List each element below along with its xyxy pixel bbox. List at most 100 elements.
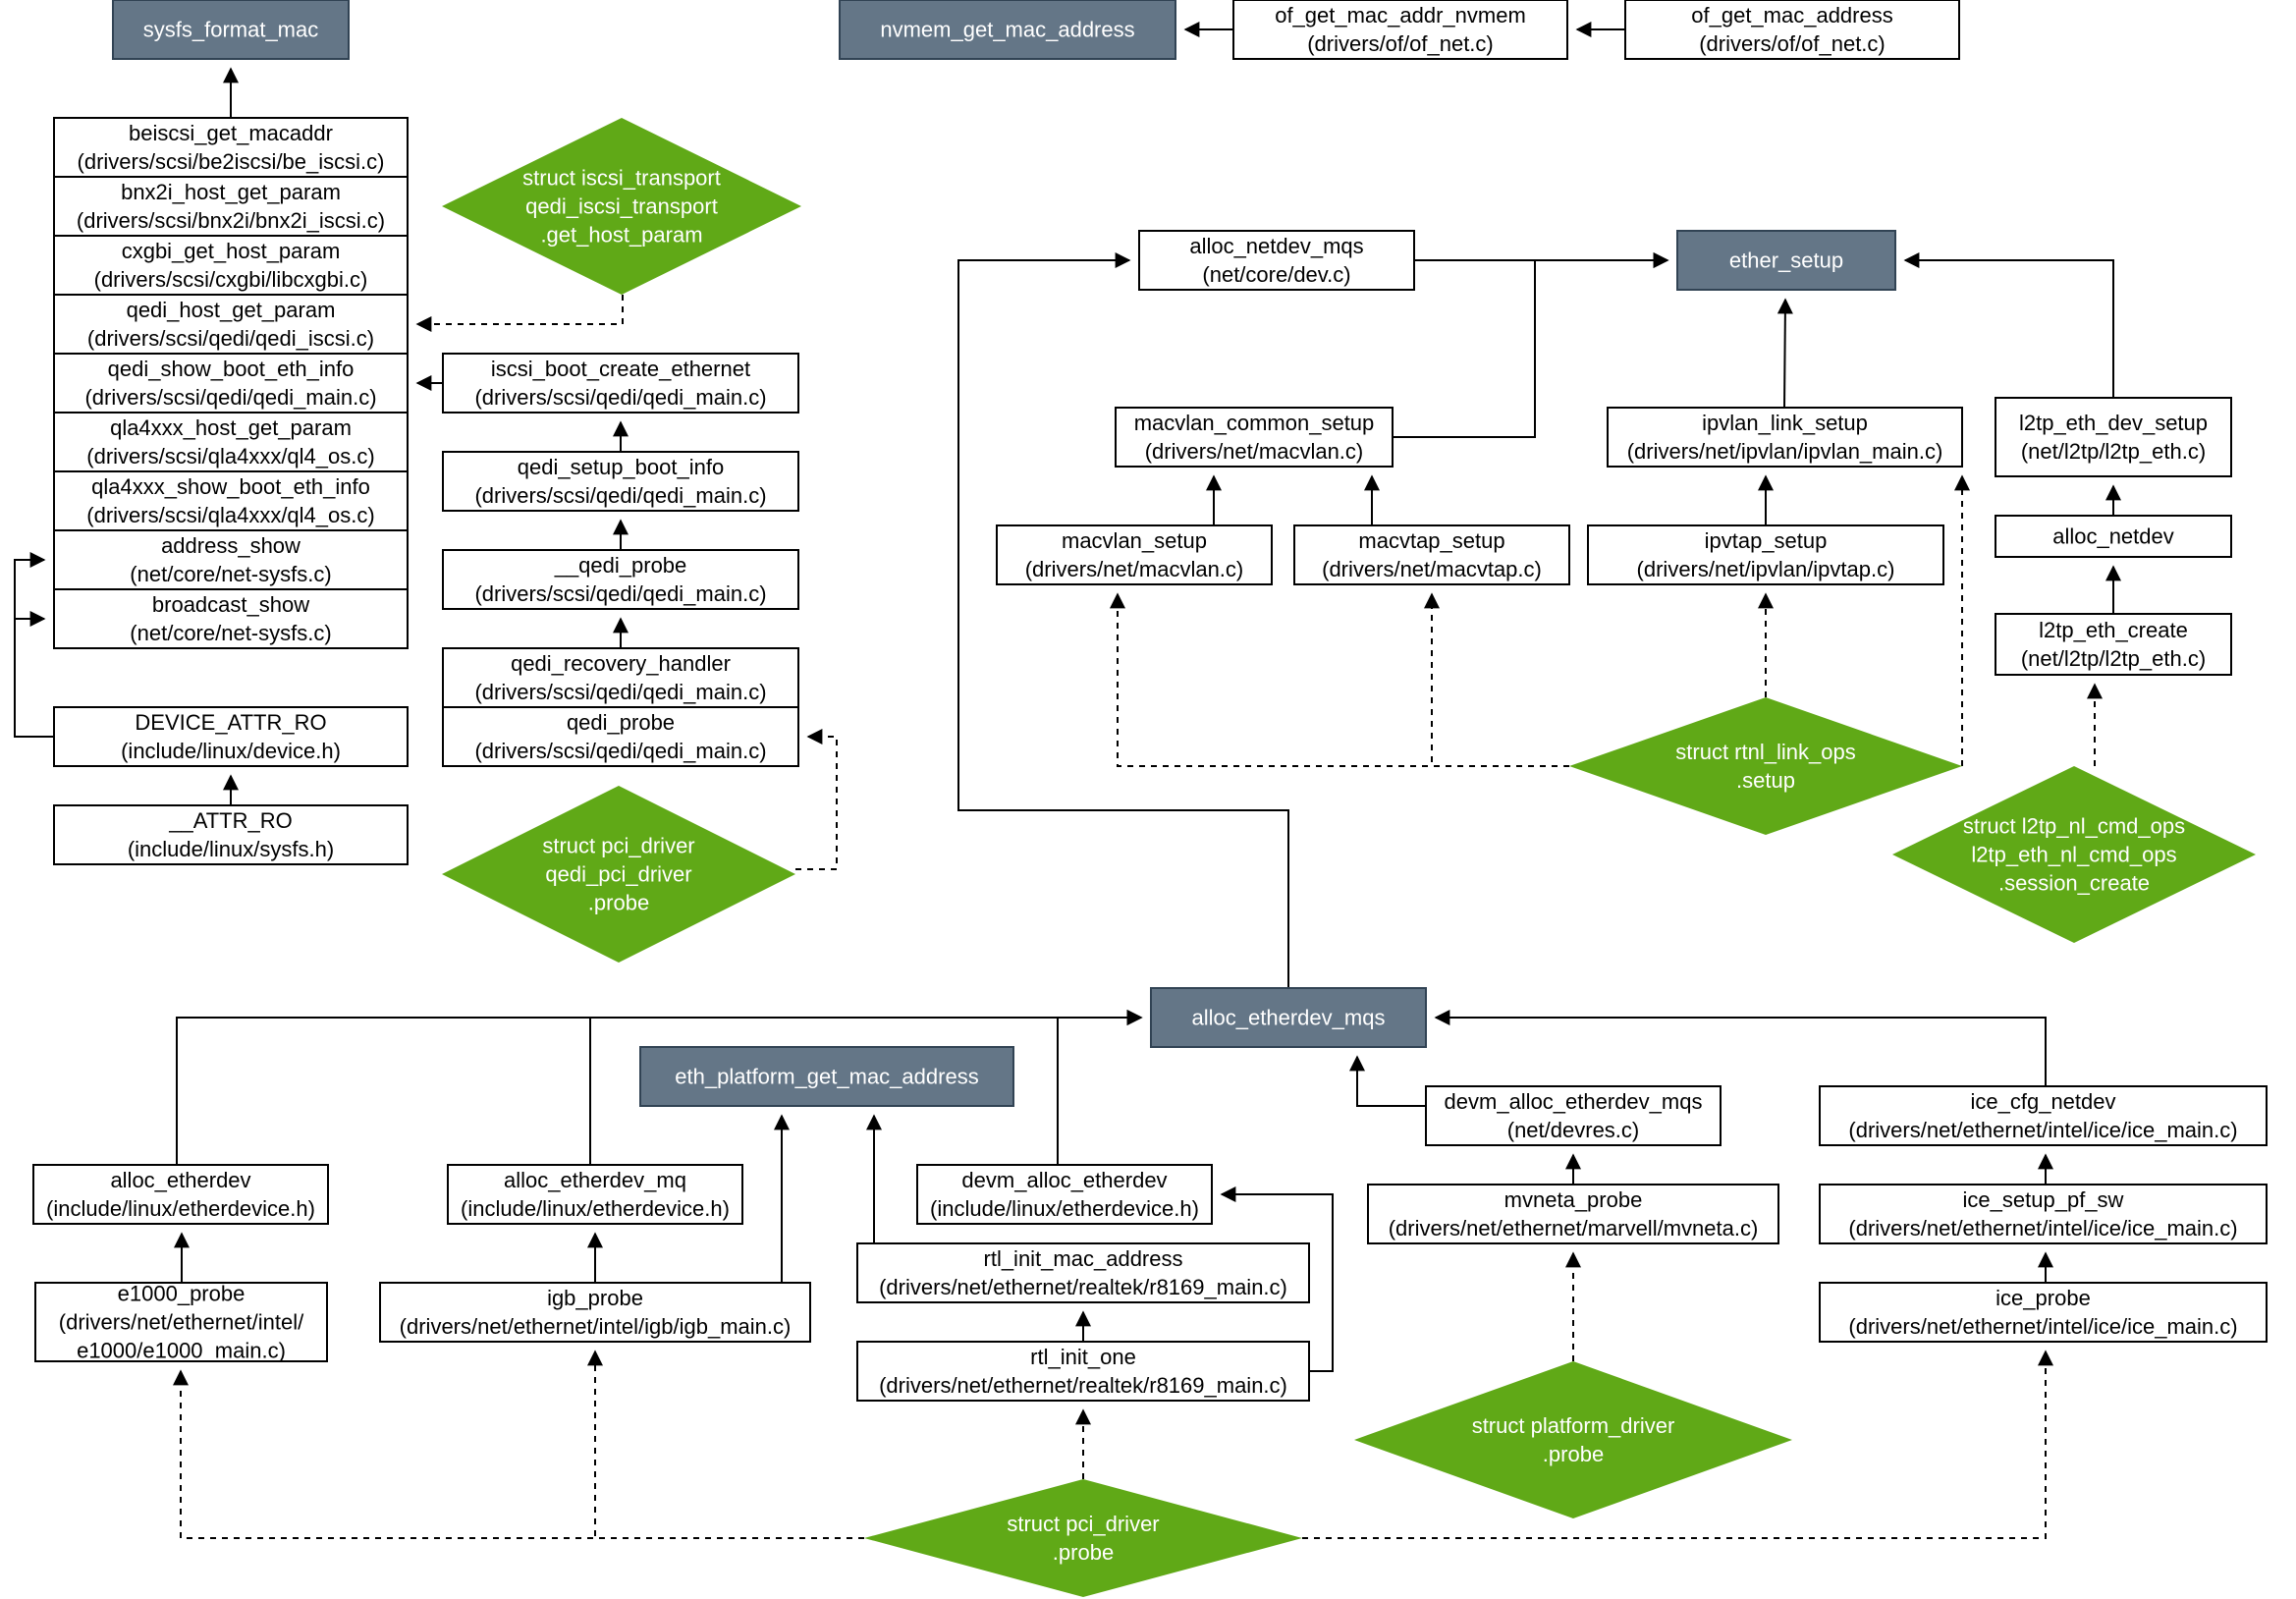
function-box (916, 1164, 1213, 1225)
function-box (53, 529, 409, 590)
function-box (34, 1282, 328, 1362)
node-alloc-etherdev-mq: alloc_etherdev_mq(include/linux/etherdev… (447, 1164, 743, 1225)
edge-devm_alloc_etherdev_mqs-to-alloc_etherdev_mqs (1349, 1055, 1426, 1107)
function-box (53, 176, 409, 237)
node-label-line: alloc_netdev (2052, 524, 2174, 549)
function-box (1115, 407, 1394, 468)
node-beiscsi-get-macaddr: beiscsi_get_macaddr (drivers/scsi/be2iscs… (53, 117, 409, 178)
node-nvmem-get-mac-address: nvmem_get_mac_address (839, 0, 1176, 60)
function-box (53, 804, 409, 865)
node-label-line: (include/linux/etherdevice.h) (46, 1196, 315, 1221)
node-dia-iscsi-transport: struct iscsi_transportqedi_iscsi_transpo… (442, 118, 801, 295)
node-label-line: broadcast_show (152, 592, 309, 617)
function-box (1367, 1184, 1779, 1244)
function-box (53, 588, 409, 649)
node-label-line: macvtap_setup (1358, 528, 1504, 553)
edge-device_attr_ro-to-address_show (14, 552, 54, 738)
node-qla4xxx-show-boot-eth-info: qla4xxx_show_boot_eth_info(drivers/scsi/… (53, 470, 409, 531)
decision-diamond (864, 1479, 1302, 1597)
edges-layer (14, 22, 2121, 1539)
function-box (32, 1164, 329, 1225)
node-address-show: address_show(net/core/net-sysfs.c) (53, 529, 409, 590)
node-qedi-probe: qedi_probe(drivers/scsi/qedi/qedi_main.c… (442, 706, 799, 767)
node-devm-alloc-etherdev-mqs: devm_alloc_etherdev_mqs(net/devres.c) (1425, 1085, 1722, 1146)
node-label-line: (drivers/net/ethernet/marvell/mvneta.c) (1389, 1216, 1759, 1241)
node-attr-ro: __ATTR_RO(include/linux/sysfs.h) (53, 804, 409, 865)
node-label-line: (drivers/scsi/qedi/qedi_main.c) (474, 483, 766, 508)
node-label-line: qedi_show_boot_eth_info (108, 357, 355, 381)
node-label-line: alloc_etherdev (110, 1168, 250, 1192)
node-label-line: (drivers/net/ethernet/realtek/r8169_main… (879, 1373, 1287, 1398)
node-label-line: (net/core/net-sysfs.c) (130, 621, 331, 645)
function-box (53, 117, 409, 178)
node-ice-setup-pf-sw: ice_setup_pf_sw(drivers/net/ethernet/int… (1819, 1184, 2268, 1244)
node-label-line: (drivers/scsi/qedi/qedi_main.c) (84, 385, 376, 410)
edge-dia_pci_driver-to-e1000_probe (173, 1369, 864, 1539)
edge-macvlan_common_setup-to-ether_setup (1393, 252, 1669, 438)
function-box (1819, 1085, 2268, 1146)
edge-dia_rtnl_link_ops-to-macvtap_setup (1424, 592, 1569, 767)
node-label-line: (drivers/scsi/bnx2i/bnx2i_iscsi.c) (77, 208, 385, 233)
node-qedi-show-boot-eth-info: qedi_show_boot_eth_info (drivers/scsi/qed… (53, 353, 409, 414)
node-label-line: iscsi_boot_create_ethernet (491, 357, 750, 381)
node-label-line: ipvtap_setup (1705, 528, 1828, 553)
node-label-line: (net/l2tp/l2tp_eth.c) (2021, 439, 2206, 464)
function-header-box (1676, 230, 1896, 291)
node-macvlan-setup: macvlan_setup(drivers/net/macvlan.c) (996, 524, 1273, 585)
node-label-line: (drivers/scsi/cxgbi/libcxgbi.c) (94, 267, 368, 292)
function-box (53, 706, 409, 767)
node-qedi-setup-boot-info: qedi_setup_boot_info(drivers/scsi/qedi/q… (442, 451, 799, 512)
node-label-line: __ATTR_RO (168, 808, 293, 833)
function-box (1819, 1184, 2268, 1244)
edge-alloc_etherdev_mq-to-alloc_etherdev_mqs (589, 1010, 1143, 1165)
node-label-line: qedi_pci_driver (545, 862, 691, 887)
node-label-line: (drivers/scsi/be2iscsi/be_iscsi.c) (78, 149, 385, 174)
edge-device_attr_ro-to-broadcast_show (14, 611, 54, 738)
node-label-line: (drivers/scsi/qla4xxx/ql4_os.c) (86, 444, 374, 469)
function-box (1138, 230, 1415, 291)
node-label-line: mvneta_probe (1504, 1187, 1643, 1212)
node-ice-cfg-netdev: ice_cfg_netdev(drivers/net/ethernet/inte… (1819, 1085, 2268, 1146)
node-label-line: beiscsi_get_macaddr (129, 121, 333, 145)
node-label-line: .session_create (1998, 871, 2150, 896)
function-box (1293, 524, 1570, 585)
node-alloc-etherdev: alloc_etherdev (include/linux/etherdevice… (32, 1164, 329, 1225)
function-box (442, 353, 799, 414)
node-label-line: qedi_recovery_handler (511, 651, 731, 676)
node-label-line: e1000_probe (118, 1282, 246, 1306)
node-igb-probe: igb_probe(drivers/net/ethernet/intel/igb… (379, 1282, 811, 1343)
function-box (1232, 0, 1568, 60)
node-label-line: (drivers/net/macvlan.c) (1145, 439, 1364, 464)
function-box (379, 1282, 811, 1343)
node-label-line: rtl_init_one (1030, 1345, 1136, 1369)
node-ipvtap-setup: ipvtap_setup(drivers/net/ipvlan/ipvtap.c… (1587, 524, 1944, 585)
node-label-line: ether_setup (1729, 248, 1843, 273)
node-qedi-probe-inner: __qedi_probe(drivers/scsi/qedi/qedi_main… (442, 549, 799, 610)
edge-dia_pci_driver-to-igb_probe (587, 1350, 864, 1539)
node-l2tp-eth-dev-setup: l2tp_eth_dev_setup(net/l2tp/l2tp_eth.c) (1995, 397, 2232, 477)
node-label-line: qla4xxx_show_boot_eth_info (91, 474, 370, 499)
function-header-box (1150, 987, 1427, 1048)
node-label-line: alloc_etherdev_mqs (1192, 1006, 1386, 1030)
node-ether-setup: ether_setup (1676, 230, 1896, 291)
node-label-line: cxgbi_get_host_param (122, 239, 341, 263)
edge-dia_rtnl_link_ops-to-macvlan_setup (1110, 592, 1569, 767)
node-label-line: (net/core/net-sysfs.c) (130, 562, 331, 586)
node-of-get-mac-address: of_get_mac_address(drivers/of/of_net.c) (1624, 0, 1960, 60)
node-label-line: l2tp_eth_create (2039, 618, 2188, 642)
node-label-line: struct platform_driver (1472, 1413, 1675, 1438)
node-label-line: (drivers/scsi/qedi/qedi_main.c) (474, 739, 766, 763)
node-cxgbi-get-host-param: cxgbi_get_host_param (drivers/scsi/cxgbi/… (53, 235, 409, 296)
node-dia-platform-driver: struct platform_driver.probe (1354, 1361, 1792, 1518)
node-label-line: struct iscsi_transport (522, 166, 721, 191)
node-macvlan-common-setup: macvlan_common_setup(drivers/net/macvlan… (1115, 407, 1394, 468)
node-label-line: (include/linux/device.h) (121, 739, 341, 763)
node-eth-platform-get-mac-address: eth_platform_get_mac_address (639, 1046, 1014, 1107)
function-box (1607, 407, 1963, 468)
node-dia-l2tp-nl-cmd-ops: struct l2tp_nl_cmd_opsl2tp_eth_nl_cmd_op… (1892, 766, 2256, 943)
node-label-line: alloc_etherdev_mq (504, 1168, 686, 1192)
function-box (53, 470, 409, 531)
node-label-line: (drivers/scsi/qedi/qedi_main.c) (474, 385, 766, 410)
